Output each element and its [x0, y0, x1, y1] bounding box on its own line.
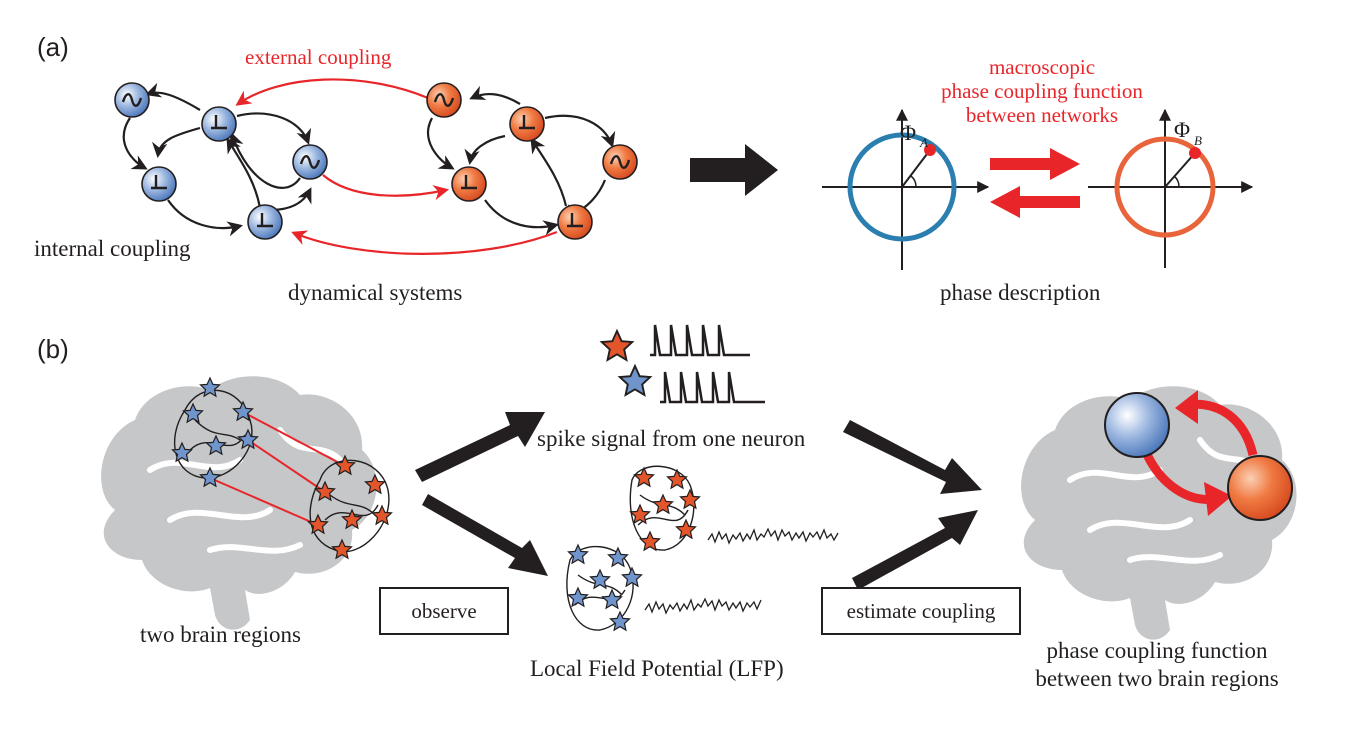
panel-a-label: (a) — [37, 32, 69, 62]
orange-neuron-star — [652, 494, 674, 514]
blue-neuron-star — [607, 547, 629, 567]
phi-b-subscript: B — [1194, 133, 1202, 148]
lfp-blue-cluster — [566, 544, 762, 631]
result-line-2: between two brain regions — [1035, 666, 1278, 691]
two-brain-regions-label: two brain regions — [140, 622, 301, 647]
brain-links — [209, 411, 346, 526]
orange-spike-train — [650, 324, 750, 357]
blue-neuron-cluster — [171, 377, 259, 487]
transform-arrow — [690, 144, 778, 196]
phase-circle-a — [847, 132, 957, 242]
macro-line-2: phase coupling function — [941, 79, 1143, 103]
result-coupling — [1104, 390, 1293, 521]
orange-node-spike-2 — [451, 166, 487, 202]
blue-node-sine-2 — [292, 144, 328, 180]
panel-b-label: (b) — [37, 334, 69, 364]
lfp-orange-cluster — [629, 465, 839, 551]
blue-neuron-star — [567, 587, 589, 607]
orange-node-spike-3 — [557, 204, 593, 240]
macro-line-1: macroscopic — [989, 55, 1095, 79]
phase-diagram-b: Φ B — [1088, 108, 1254, 268]
phi-a-subscript: A — [919, 135, 928, 150]
dynamical-systems-label: dynamical systems — [288, 280, 462, 305]
blue-neuron-star — [609, 611, 631, 631]
estimate-arrows — [843, 420, 982, 590]
blue-node-spike-3 — [247, 204, 283, 240]
estimate-coupling-label: estimate coupling — [847, 599, 996, 623]
blue-neuron-star — [618, 365, 652, 396]
blue-spike-train — [660, 371, 765, 404]
result-blue-node — [1104, 392, 1170, 458]
phase-diagram-a: Φ A — [822, 108, 990, 270]
observe-label: observe — [411, 599, 476, 623]
observe-arrows — [415, 412, 548, 576]
observe-box: observe — [379, 587, 509, 635]
blue-node-spike-2 — [141, 166, 177, 202]
phi-a-symbol: Φ — [900, 120, 916, 145]
blue-lfp-trace — [644, 597, 762, 615]
orange-neuron-star — [679, 489, 701, 509]
blue-network — [114, 82, 328, 240]
orange-node-spike-1 — [509, 106, 545, 142]
orange-neuron-star — [633, 467, 655, 487]
spike-signal-panel — [600, 324, 765, 404]
spike-signal-label: spike signal from one neuron — [537, 426, 806, 451]
coupling-arrow-left — [990, 186, 1080, 218]
coupling-arrow-right — [990, 148, 1080, 180]
orange-network — [426, 82, 638, 240]
orange-neuron-star — [600, 330, 634, 361]
phase-circle-b — [1114, 136, 1216, 238]
internal-coupling-label: internal coupling — [34, 236, 191, 261]
orange-neuron-star — [666, 469, 688, 489]
phase-description-label: phase description — [940, 280, 1101, 305]
result-orange-node — [1227, 455, 1293, 521]
external-coupling-label: external coupling — [245, 45, 392, 69]
estimate-coupling-box: estimate coupling — [821, 587, 1021, 635]
orange-node-sine-1 — [426, 82, 462, 118]
external-coupling-arrows — [235, 78, 558, 255]
blue-neuron-star — [621, 567, 643, 587]
phase-point-b — [1189, 147, 1201, 159]
macro-line-3: between networks — [966, 103, 1118, 127]
result-line-1: phase coupling function — [1046, 638, 1268, 663]
orange-lfp-trace — [707, 527, 839, 545]
phi-b-symbol: Φ — [1174, 117, 1190, 142]
orange-node-sine-2 — [602, 144, 638, 180]
blue-node-spike-1 — [201, 106, 237, 142]
orange-neuron-cluster — [307, 455, 393, 559]
lfp-label: Local Field Potential (LFP) — [530, 656, 784, 681]
brain-left — [101, 376, 377, 630]
brain-right — [1021, 386, 1297, 640]
blue-node-sine-1 — [114, 82, 150, 118]
phase-point-a — [924, 144, 936, 156]
